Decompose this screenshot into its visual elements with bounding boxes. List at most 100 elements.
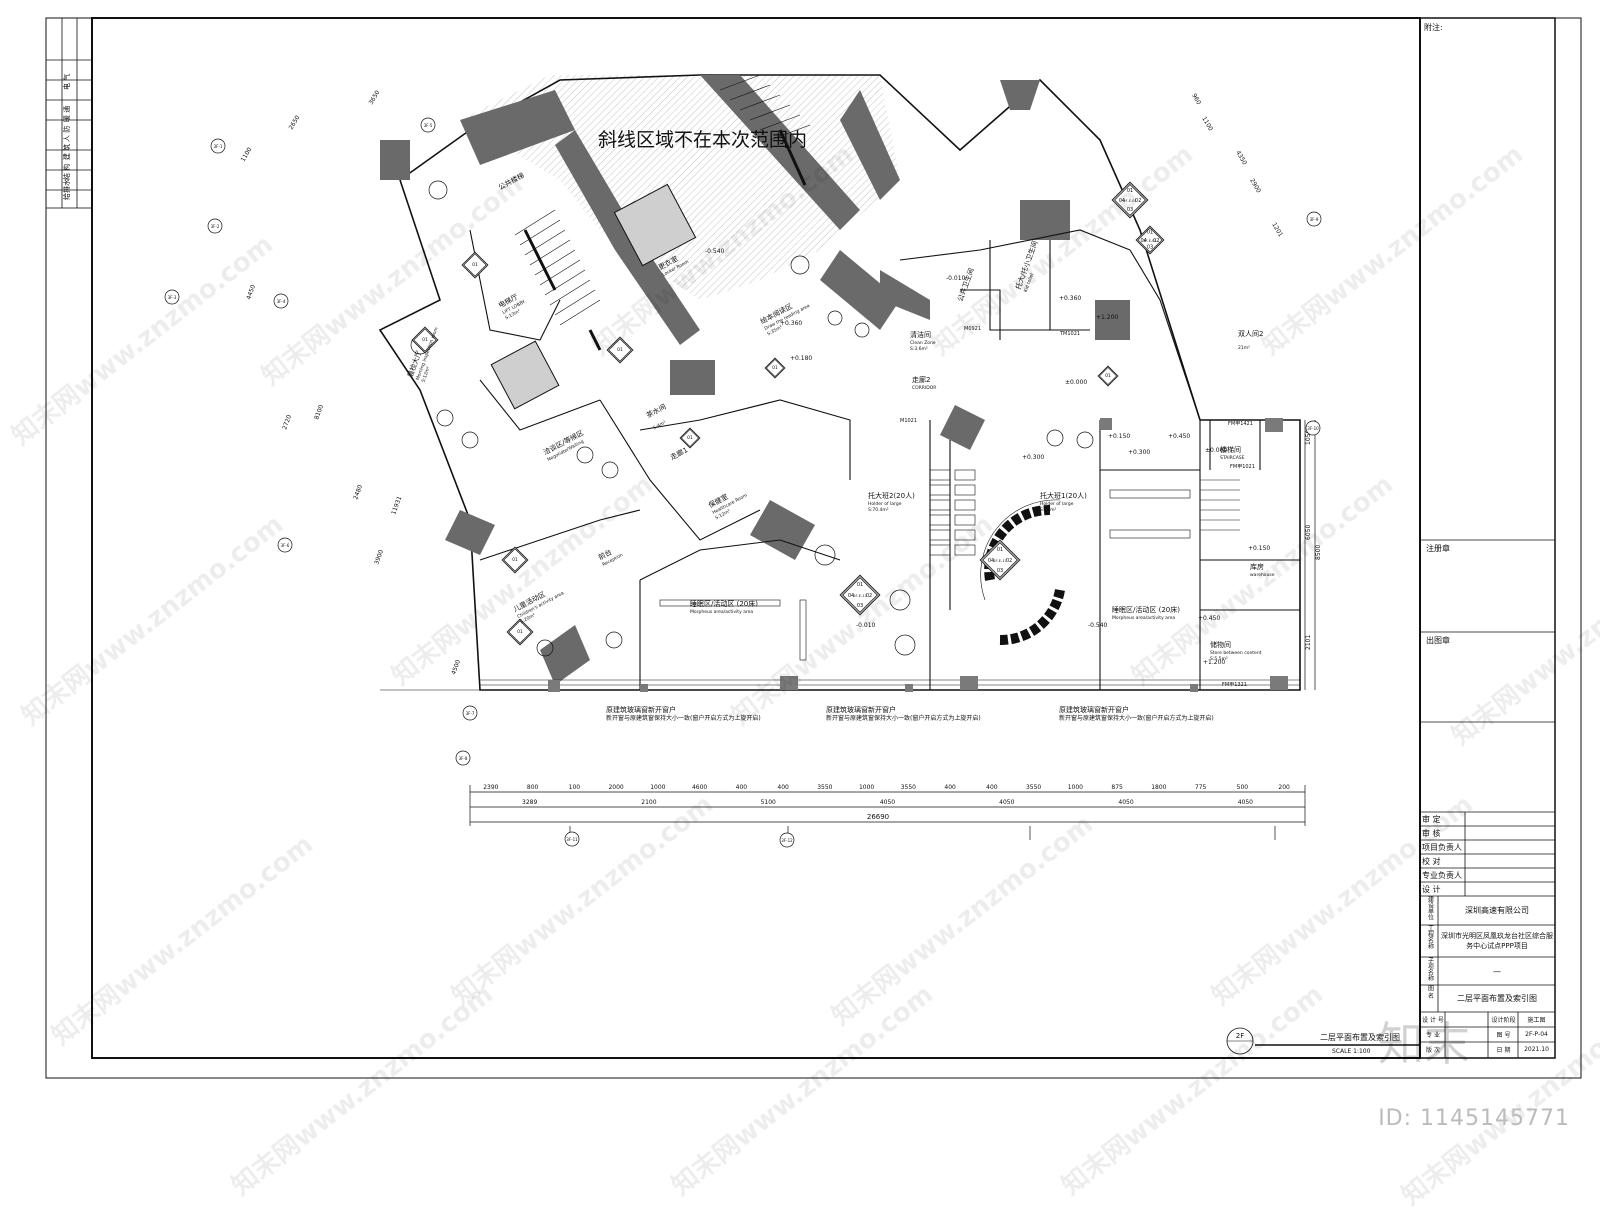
- axis-bubble: [462, 705, 478, 721]
- axis-label: 3F-6: [281, 543, 290, 548]
- svg-text:SCALE 1:100: SCALE 1:100: [1332, 1048, 1371, 1055]
- title-block-cell: 日 期: [1496, 1047, 1511, 1054]
- room-name: 托大班2(20人): [868, 491, 915, 500]
- dim-value: 4050: [1118, 799, 1133, 806]
- room-area: 21m²: [1238, 345, 1250, 351]
- dim-value: 3550: [817, 784, 832, 791]
- title-block-cell: 专 业: [1426, 1032, 1440, 1039]
- index-number: 04: [988, 558, 994, 564]
- door-tag: TM1021: [1059, 331, 1080, 337]
- index-ref: 2F-E-01: [1143, 239, 1156, 243]
- axis-label: 3F-1: [214, 144, 223, 149]
- room-english: Holder of large: [1040, 501, 1074, 507]
- svg-text:原建筑玻璃窗新开窗户: 原建筑玻璃窗新开窗户: [1059, 705, 1129, 714]
- side-dim-value: 1100: [1200, 116, 1214, 133]
- index-number: 04: [1119, 198, 1125, 204]
- role-label: 校 对: [1422, 856, 1441, 866]
- title-block-cell: 设计阶段: [1491, 1017, 1516, 1024]
- drawing-name: 二层平面布置及索引图: [1457, 994, 1537, 1003]
- image-id-label: ID: 1145145771: [1378, 1106, 1570, 1131]
- index-number: 01: [512, 557, 518, 563]
- watermark-logo: 知末: [1378, 1017, 1470, 1071]
- index-diamond: 01: [679, 427, 701, 449]
- index-ref: 2F-E-01: [1123, 199, 1136, 203]
- axis-bubble: [1306, 211, 1322, 227]
- dim-value: 4050: [880, 799, 895, 806]
- side-dim-value: 2480: [352, 484, 364, 501]
- side-dim-value: 2720: [281, 414, 293, 431]
- side-dim-value: 2900: [1248, 178, 1262, 195]
- dim-value: 400: [736, 784, 748, 791]
- room-english: Store between content: [1210, 650, 1262, 656]
- title-block-frame: [1419, 17, 1556, 1059]
- level-mark: +0.180: [790, 355, 812, 362]
- dimension-lines: [469, 420, 1316, 840]
- room-label-public-stair: 公共楼梯: [497, 171, 526, 192]
- project-name: 深圳市光明区凤凰玖龙台社区综合服务中心试点PPP项目: [1441, 932, 1553, 950]
- room-english: CORRIDOR: [912, 385, 936, 391]
- dim-value: 3550: [1026, 784, 1041, 791]
- drawing-title-block: 2F 二层平面布置及索引图 SCALE 1:100: [1226, 1027, 1420, 1055]
- svg-text:原建筑玻璃窗新开窗户: 原建筑玻璃窗新开窗户: [606, 705, 676, 714]
- side-dim-value: 3900: [373, 549, 385, 566]
- client-label: 建设单位: [1426, 896, 1434, 920]
- room-area: S:4m²: [652, 420, 667, 432]
- room-name: 库房: [1250, 562, 1264, 571]
- axis-label: 3F-3: [168, 295, 177, 300]
- dim-value: 2100: [641, 799, 656, 806]
- subproject-label: 子项名称: [1426, 957, 1434, 981]
- axis-bubble: [273, 293, 289, 309]
- door-tag: FM甲1421: [1228, 421, 1253, 427]
- axis-bubble: [164, 289, 180, 305]
- room-english: warehouse: [1250, 572, 1275, 578]
- dim-value: 1000: [650, 784, 665, 791]
- stamp-registration-label: 注册章: [1426, 543, 1450, 553]
- room-name: 清洁间: [910, 330, 931, 339]
- room-name: 托大班1(20人): [1040, 491, 1087, 500]
- dim-value: 100: [569, 784, 581, 791]
- title-block-cell: 版 次: [1426, 1047, 1440, 1054]
- room-name: 走廊1: [669, 445, 690, 462]
- index-number: 01: [472, 262, 478, 268]
- level-marks: ±0.000+0.150+0.450+0.300+1.200-0.010-0.5…: [705, 248, 1270, 666]
- room-name: 茶水间: [645, 402, 668, 420]
- index-number: 03: [1147, 244, 1153, 250]
- room-label-corridor1: 走廊1: [669, 445, 690, 462]
- index-number: 01: [1127, 188, 1133, 194]
- index-ref: 2F-E-17: [993, 559, 1006, 563]
- south-window-band: [380, 679, 1300, 691]
- window-notes: 原建筑玻璃窗新开窗户 新开窗与原建筑窗保持大小一致(窗户开启方式为上旋开启) 原…: [606, 705, 1214, 722]
- client-name: 深圳高速有限公司: [1465, 906, 1529, 915]
- room-label-sleep2: 睡眠区/活动区 (20床)Morpheus area/activity area: [690, 599, 758, 615]
- dim-value: 400: [944, 784, 956, 791]
- index-number: 01: [422, 337, 428, 343]
- index-number: 01: [997, 547, 1003, 553]
- svg-text:新开窗与原建筑窗保持大小一致(窗户开启方式为上旋开启): 新开窗与原建筑窗保持大小一致(窗户开启方式为上旋开启): [1059, 714, 1214, 722]
- left-strip-top-labels: 电 气暖 通人 防: [62, 74, 71, 142]
- index-number: 01: [772, 365, 778, 371]
- svg-text:新开窗与原建筑窗保持大小一致(窗户开启方式为上旋开启): 新开窗与原建筑窗保持大小一致(窗户开启方式为上旋开启): [826, 714, 981, 722]
- dim-value: 3289: [522, 799, 537, 806]
- axis-bubble: [207, 218, 223, 234]
- room-name: 公共楼梯: [497, 171, 526, 192]
- level-mark: ±0.000: [1205, 447, 1227, 454]
- index-number: 01: [1147, 230, 1153, 236]
- room-name: 公共卫生间: [955, 267, 975, 303]
- title-block-grid: [1420, 539, 1555, 1058]
- strip-label-top: 电 气: [62, 74, 71, 90]
- title-block-cell: 2021.10: [1524, 1046, 1549, 1053]
- index-diamond: 01: [606, 336, 634, 364]
